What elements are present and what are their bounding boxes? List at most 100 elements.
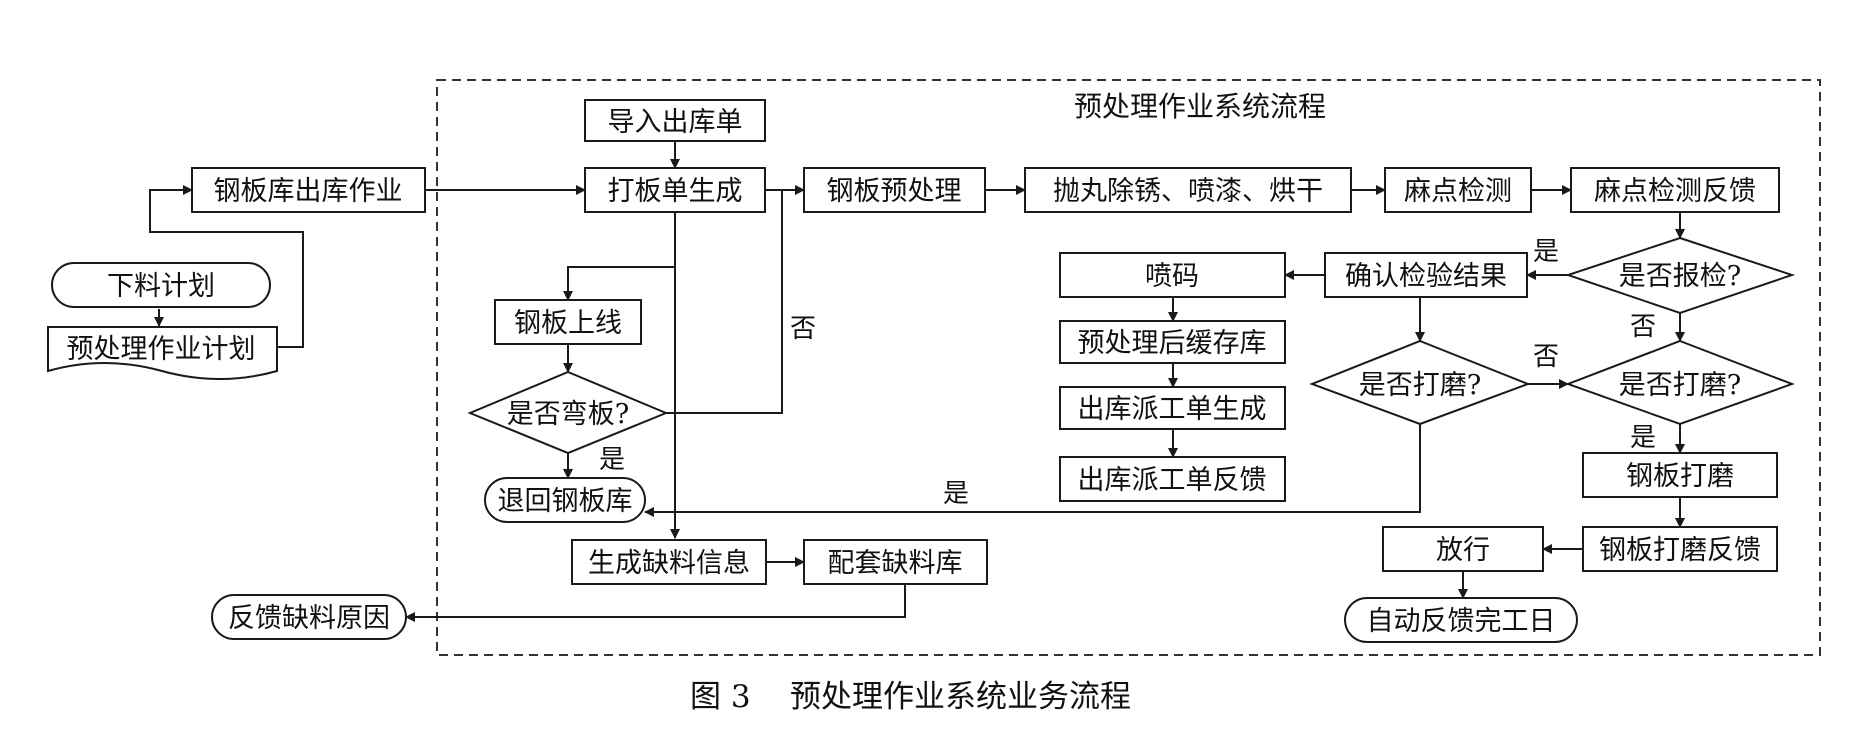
edge-label-damo1-yes: 是 [943, 479, 969, 509]
node-label: 麻点检测 [1404, 176, 1512, 207]
decision-diamond [1564, 236, 1796, 315]
edge-label-wanban-yes: 是 [599, 445, 625, 475]
node-label: 打板单生成 [608, 176, 743, 207]
process-box [1059, 386, 1286, 430]
process-box [803, 539, 988, 585]
node-madian-fk[interactable]: 麻点检测反馈 [1570, 167, 1780, 213]
process-box [1324, 252, 1528, 298]
node-label: 下料计划 [107, 271, 215, 302]
node-queren[interactable]: 确认检验结果 [1324, 252, 1528, 298]
node-label: 是否报检? [1619, 261, 1741, 292]
process-box [1384, 167, 1532, 213]
system-boundary [436, 79, 1821, 656]
node-wangong[interactable]: 自动反馈完工日 [1344, 597, 1578, 643]
node-xialiao-jihua[interactable]: 下料计划 [51, 262, 271, 308]
edge-label-damo-no: 否 [1533, 342, 1559, 372]
node-wanban[interactable]: 是否弯板? [467, 370, 669, 455]
node-label: 导入出库单 [608, 107, 743, 138]
process-box [1582, 452, 1778, 498]
process-box [803, 167, 986, 213]
terminator-shape [51, 262, 271, 308]
node-damo2[interactable]: 是否打磨? [1565, 339, 1795, 426]
node-label: 钢板打磨反馈 [1599, 535, 1761, 566]
edge-wanban-loop-back [666, 189, 783, 414]
figure-caption-number: 图 3 [690, 679, 751, 715]
process-box [1059, 252, 1286, 298]
node-label: 预处理后缓存库 [1078, 328, 1267, 359]
node-shangxian[interactable]: 钢板上线 [494, 299, 642, 345]
node-label: 麻点检测反馈 [1594, 176, 1756, 207]
node-paigong[interactable]: 出库派工单生成 [1059, 386, 1286, 430]
process-box [584, 167, 766, 213]
node-label: 放行 [1436, 535, 1490, 566]
edge-label-damo2-yes: 是 [1630, 423, 1656, 453]
node-label: 生成缺料信息 [588, 548, 750, 579]
node-label: 抛丸除锈、喷漆、烘干 [1053, 176, 1323, 207]
node-daban[interactable]: 打板单生成 [584, 167, 766, 213]
node-tuihui[interactable]: 退回钢板库 [484, 477, 646, 523]
process-box [1382, 526, 1544, 572]
edge-label-wanban-no: 否 [790, 314, 816, 344]
edge-label-baojian-yes: 是 [1533, 237, 1559, 267]
node-label: 钢板上线 [514, 308, 622, 339]
document-shape [47, 326, 278, 380]
process-box [571, 539, 767, 585]
node-yuchuli-jihua[interactable]: 预处理作业计划 [47, 326, 278, 380]
edge-label-baojian-no: 否 [1630, 312, 1656, 342]
node-penma[interactable]: 喷码 [1059, 252, 1286, 298]
node-label: 是否打磨? [1619, 370, 1741, 401]
decision-diamond [1565, 339, 1795, 426]
node-label: 钢板打磨 [1626, 461, 1734, 492]
node-yuchuli[interactable]: 钢板预处理 [803, 167, 986, 213]
node-label: 是否打磨? [1359, 370, 1481, 401]
node-label: 钢板库出库作业 [214, 176, 403, 207]
node-gb-damo[interactable]: 钢板打磨 [1582, 452, 1778, 498]
process-box [1582, 526, 1778, 572]
process-box [584, 99, 766, 142]
node-label: 自动反馈完工日 [1367, 606, 1556, 637]
edges [149, 141, 1685, 622]
node-fankui-quliao[interactable]: 反馈缺料原因 [211, 594, 407, 640]
node-label: 钢板预处理 [827, 176, 962, 207]
node-label: 退回钢板库 [498, 486, 633, 517]
node-peitao[interactable]: 配套缺料库 [803, 539, 988, 585]
node-madian[interactable]: 麻点检测 [1384, 167, 1532, 213]
figure-caption-text: 预处理作业系统业务流程 [790, 679, 1131, 715]
node-ku-chuku[interactable]: 钢板库出库作业 [191, 167, 426, 213]
process-box [191, 167, 426, 213]
process-box [1059, 320, 1286, 364]
terminator-shape [211, 594, 407, 640]
node-damo1[interactable]: 是否打磨? [1309, 339, 1531, 426]
node-fangxing[interactable]: 放行 [1382, 526, 1544, 572]
edge-peitao-to-fankui [405, 584, 906, 622]
process-box [1059, 456, 1286, 502]
node-label: 喷码 [1145, 261, 1199, 292]
node-paigong-fk[interactable]: 出库派工单反馈 [1059, 456, 1286, 502]
terminator-shape [484, 477, 646, 523]
node-huancun[interactable]: 预处理后缓存库 [1059, 320, 1286, 364]
edge-daban-to-shangxian [563, 212, 676, 301]
process-box [1570, 167, 1780, 213]
node-paowan[interactable]: 抛丸除锈、喷漆、烘干 [1024, 167, 1352, 213]
process-box [1024, 167, 1352, 213]
system-title: 预处理作业系统流程 [1074, 90, 1326, 123]
edge-jihua-to-chuku [149, 185, 304, 348]
node-label: 配套缺料库 [828, 548, 963, 579]
node-label: 出库派工单生成 [1078, 394, 1267, 425]
edge-damo1-to-tuihui [644, 424, 1421, 517]
node-label: 是否弯板? [507, 399, 629, 430]
node-label: 反馈缺料原因 [228, 603, 390, 634]
decision-diamond [467, 370, 669, 455]
node-label: 确认检验结果 [1345, 261, 1507, 292]
node-baojian[interactable]: 是否报检? [1564, 236, 1796, 315]
node-label: 预处理作业计划 [67, 334, 256, 365]
decision-diamond [1309, 339, 1531, 426]
node-gb-damo-fk[interactable]: 钢板打磨反馈 [1582, 526, 1778, 572]
node-label: 出库派工单反馈 [1078, 465, 1267, 496]
node-daoru[interactable]: 导入出库单 [584, 99, 766, 142]
process-box [494, 299, 642, 345]
node-quliao[interactable]: 生成缺料信息 [571, 539, 767, 585]
terminator-shape [1344, 597, 1578, 643]
